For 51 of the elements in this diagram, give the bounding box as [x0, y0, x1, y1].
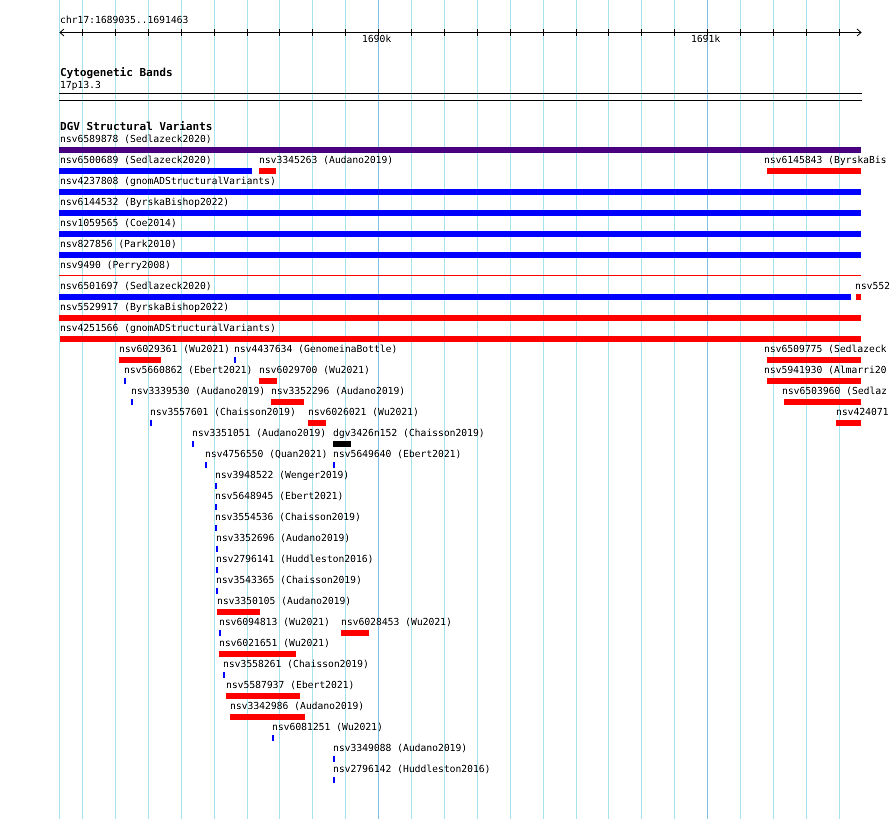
variant-label: nsv3345263 (Audano2019) — [259, 155, 394, 167]
variant-label: nsv9490 (Perry2008) — [60, 260, 171, 272]
variant-label: nsv3554536 (Chaisson2019) — [215, 512, 361, 524]
variant-label: nsv5587937 (Ebert2021) — [226, 680, 354, 692]
variant-label: nsv4437634 (GenomeinaBottle) — [234, 344, 398, 356]
variant-label: nsv2796141 (Huddleston2016) — [216, 554, 374, 566]
variant-label: nsv5648945 (Ebert2021) — [215, 491, 344, 503]
track-title: Cytogenetic Bands — [60, 67, 173, 79]
variant-label: nsv424071 — [836, 407, 888, 419]
variant-label: nsv3351051 (Audano2019) — [192, 428, 326, 440]
variant-label: nsv3948522 (Wenger2019) — [215, 470, 350, 482]
axis-tick-label: 1691k — [691, 34, 720, 46]
track-title: DGV Structural Variants — [60, 121, 212, 133]
variant-label: nsv5660862 (Ebert2021) — [124, 365, 252, 377]
variant-label: nsv4237808 (gnomADStructuralVariants) — [60, 176, 276, 188]
variant-label: nsv6501697 (Sedlazeck2020) — [60, 281, 212, 293]
variant-label: nsv6029361 (Wu2021) — [119, 344, 230, 356]
variant-label: nsv6500689 (Sedlazeck2020) — [60, 155, 212, 167]
variant-label: nsv6026021 (Wu2021) — [308, 407, 419, 419]
variant-label: nsv6145843 (ByrskaBis — [764, 155, 886, 167]
axis-tick-label: 1690k — [362, 34, 392, 46]
variant-label: nsv1059565 (Coe2014) — [60, 218, 177, 230]
variant-label: nsv5529917 (ByrskaBishop2022) — [60, 302, 230, 314]
variant-label: nsv3342986 (Audano2019) — [230, 701, 364, 713]
variant-label: nsv3543365 (Chaisson2019) — [216, 575, 362, 587]
variant-label: nsv6081251 (Wu2021) — [272, 722, 383, 734]
variant-label: nsv6509775 (Sedlazeck — [764, 344, 886, 356]
variant-label: nsv6094813 (Wu2021) — [219, 617, 330, 629]
variant-label: nsv3349088 (Audano2019) — [333, 743, 468, 755]
variant-label: nsv3558261 (Chaisson2019) — [223, 659, 369, 671]
variant-label: nsv6503960 (Sedlaz — [782, 386, 887, 398]
coordinate-label: chr17:1689035..1691463 — [60, 15, 188, 27]
variant-label: nsv3352696 (Audano2019) — [216, 533, 350, 545]
variant-label: nsv6029700 (Wu2021) — [259, 365, 370, 377]
variant-label: nsv6144532 (ByrskaBishop2022) — [60, 197, 230, 209]
variant-label: nsv4756550 (Quan2021) — [205, 449, 328, 461]
variant-label: nsv3352296 (Audano2019) — [271, 386, 406, 398]
variant-label: nsv827856 (Park2010) — [60, 239, 177, 251]
cytoband-label: 17p13.3 — [60, 80, 101, 92]
variant-label: nsv3339530 (Audano2019) — [131, 386, 266, 398]
variant-label: nsv4251566 (gnomADStructuralVariants) — [60, 323, 276, 335]
variant-label: nsv5649640 (Ebert2021) — [333, 449, 462, 461]
variant-label: nsv6589878 (Sedlazeck2020) — [60, 134, 212, 146]
variant-label: nsv552 — [855, 281, 890, 293]
variant-label: nsv6028453 (Wu2021) — [341, 617, 452, 629]
variant-label: nsv2796142 (Huddleston2016) — [333, 764, 490, 776]
variant-label: nsv3557601 (Chaisson2019) — [150, 407, 296, 419]
variant-label: nsv6021651 (Wu2021) — [219, 638, 330, 650]
variant-label: nsv3350105 (Audano2019) — [217, 596, 352, 608]
variant-label: dgv3426n152 (Chaisson2019) — [333, 428, 485, 440]
variant-label: nsv5941930 (Almarri20 — [764, 365, 886, 377]
